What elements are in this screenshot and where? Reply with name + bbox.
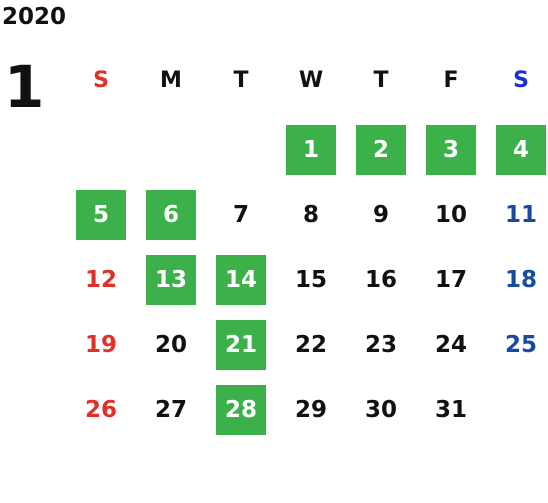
day-cell-21[interactable]: 21	[216, 320, 266, 370]
weekday-header-mon: M	[160, 68, 182, 93]
day-cell-28[interactable]: 28	[216, 385, 266, 435]
year-label: 2020	[2, 4, 67, 30]
weekday-header-tue: T	[233, 68, 249, 93]
day-cell-10[interactable]: 10	[434, 202, 467, 228]
day-cell-11[interactable]: 11	[504, 202, 537, 228]
day-cell-5[interactable]: 5	[76, 190, 126, 240]
day-cell-7[interactable]: 7	[232, 202, 249, 228]
month-label: 1	[4, 53, 45, 121]
day-cell-15[interactable]: 15	[294, 267, 327, 293]
weekday-header-sun: S	[93, 68, 109, 93]
day-cell-16[interactable]: 16	[364, 267, 397, 293]
day-cell-20[interactable]: 20	[154, 332, 187, 358]
day-cell-30[interactable]: 30	[364, 397, 397, 423]
day-cell-31[interactable]: 31	[434, 397, 467, 423]
day-cell-29[interactable]: 29	[294, 397, 327, 423]
day-cell-6[interactable]: 6	[146, 190, 196, 240]
weekday-header-fri: F	[443, 68, 459, 93]
weekday-header-wed: W	[298, 68, 324, 93]
day-cell-14[interactable]: 14	[216, 255, 266, 305]
day-cell-3[interactable]: 3	[426, 125, 476, 175]
day-cell-23[interactable]: 23	[364, 332, 397, 358]
day-cell-9[interactable]: 9	[372, 202, 389, 228]
day-cell-25[interactable]: 25	[504, 332, 537, 358]
day-cell-13[interactable]: 13	[146, 255, 196, 305]
day-cell-27[interactable]: 27	[154, 397, 187, 423]
day-cell-12[interactable]: 12	[84, 267, 117, 293]
weekday-header-sat: S	[513, 68, 529, 93]
day-cell-1[interactable]: 1	[286, 125, 336, 175]
day-cell-2[interactable]: 2	[356, 125, 406, 175]
weekday-header-thu: T	[373, 68, 389, 93]
day-cell-19[interactable]: 19	[84, 332, 117, 358]
day-cell-24[interactable]: 24	[434, 332, 467, 358]
day-cell-8[interactable]: 8	[302, 202, 319, 228]
day-cell-18[interactable]: 18	[504, 267, 537, 293]
day-cell-26[interactable]: 26	[84, 397, 117, 423]
day-cell-4[interactable]: 4	[496, 125, 546, 175]
day-cell-17[interactable]: 17	[434, 267, 467, 293]
day-cell-22[interactable]: 22	[294, 332, 327, 358]
